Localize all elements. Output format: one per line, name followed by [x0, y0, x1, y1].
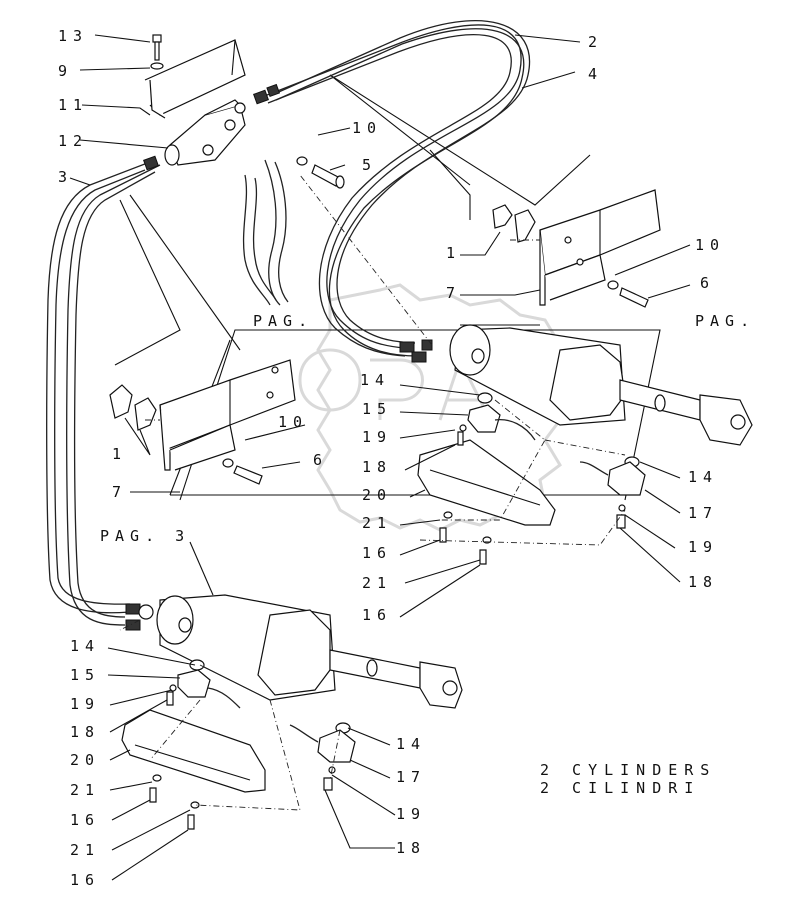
label-13: 13 — [58, 27, 88, 45]
reference-lines — [114, 74, 591, 366]
page-ref-3: PAG. 3 — [100, 527, 190, 545]
hose-assembly-4 — [271, 20, 531, 357]
label-10-right: 10 — [695, 236, 725, 254]
label-18-right: 18 — [688, 573, 718, 591]
note-italian: 2 CILINDRI — [540, 779, 700, 797]
mounting-bracket — [144, 39, 246, 119]
label-4: 4 — [588, 65, 603, 83]
label-19-lower: 19 — [70, 695, 100, 713]
cylinders-note: 2 CYLINDERS 2 CILINDRI — [540, 761, 716, 797]
screws-lower — [149, 774, 200, 830]
hydraulic-cylinder-upper — [449, 324, 753, 446]
label-19-bottom: 19 — [396, 805, 426, 823]
label-11: 11 — [58, 96, 88, 114]
small-hoses — [242, 159, 289, 306]
label-10-mid: 10 — [278, 413, 308, 431]
guard-lower — [121, 709, 266, 793]
part-labels: 13 9 11 12 3 2 4 10 5 1 7 10 6 1 7 10 6 … — [58, 27, 755, 889]
label-17-bottom: 17 — [396, 768, 426, 786]
label-1-lower: 1 — [112, 445, 127, 463]
label-2: 2 — [588, 33, 603, 51]
note-english: 2 CYLINDERS — [540, 761, 716, 779]
label-21-lower-b: 21 — [70, 841, 100, 859]
label-9: 9 — [58, 62, 73, 80]
flange-fitting-upper-left — [457, 392, 536, 446]
screws-upper — [439, 511, 492, 565]
valve-block — [164, 99, 246, 166]
label-16-lower-b: 16 — [70, 871, 100, 889]
label-14-bottom: 14 — [396, 735, 426, 753]
label-1-upper: 1 — [446, 244, 461, 262]
bolt-5 — [296, 156, 345, 189]
label-20-lower: 20 — [70, 751, 100, 769]
label-7-upper: 7 — [446, 284, 461, 302]
assembly-center-lines — [119, 174, 626, 811]
label-18-upper: 18 — [362, 458, 392, 476]
label-21-upper: 21 — [362, 514, 392, 532]
hose-fittings — [125, 83, 433, 631]
page-ref-right: PAG. — [695, 312, 755, 330]
hose-assembly-3 — [46, 161, 161, 626]
bolt-13 — [150, 34, 164, 70]
label-16-upper: 16 — [362, 544, 392, 562]
label-7-lower: 7 — [112, 483, 127, 501]
label-16-upper-b: 16 — [362, 606, 392, 624]
hose-assembly-2 — [261, 24, 522, 357]
label-16-lower: 16 — [70, 811, 100, 829]
page-ref-left: PAG. — [253, 312, 313, 330]
label-6-right: 6 — [700, 274, 715, 292]
label-21-lower: 21 — [70, 781, 100, 799]
flange-fitting-upper-right — [579, 456, 646, 529]
label-15-upper: 15 — [362, 400, 392, 418]
label-17-right: 17 — [688, 504, 718, 522]
label-3: 3 — [58, 168, 73, 186]
flange-fitting-lower-right — [289, 722, 356, 791]
label-15-lower: 15 — [70, 666, 100, 684]
label-18-lower: 18 — [70, 723, 100, 741]
label-14-upper: 14 — [360, 371, 390, 389]
guard-upper — [417, 439, 556, 526]
clamp-halves-lower — [109, 384, 157, 431]
flange-fitting-lower-left — [166, 659, 241, 709]
leader-lines — [69, 34, 691, 881]
clamp-bracket-upper — [539, 189, 661, 306]
bolt-6-lower — [222, 458, 263, 485]
label-10-top: 10 — [352, 119, 382, 137]
label-18-bottom: 18 — [396, 839, 426, 857]
label-14-right: 14 — [688, 468, 718, 486]
label-21-upper-b: 21 — [362, 574, 392, 592]
hydraulic-cylinder-lower — [156, 594, 463, 709]
label-14-lower: 14 — [70, 637, 100, 655]
label-12: 12 — [58, 132, 88, 150]
label-19-upper: 19 — [362, 428, 392, 446]
label-5: 5 — [362, 156, 377, 174]
label-6-mid: 6 — [313, 451, 328, 469]
clamp-halves-upper — [492, 204, 536, 243]
label-20-upper: 20 — [362, 486, 392, 504]
clamp-bracket-lower — [159, 359, 296, 471]
bolt-6-upper — [607, 280, 649, 308]
label-19-right: 19 — [688, 538, 718, 556]
